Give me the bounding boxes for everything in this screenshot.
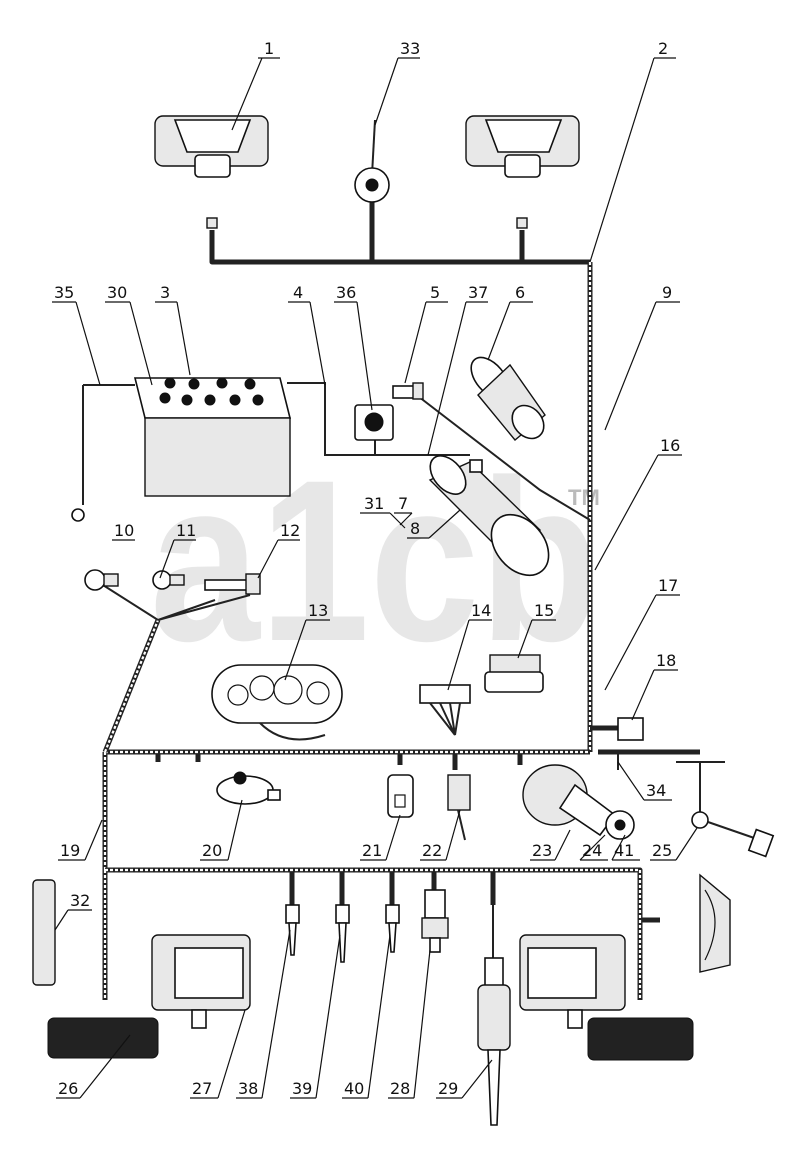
callout-23: 23: [532, 841, 552, 860]
callout-18: 18: [656, 651, 676, 670]
callout-9: 9: [662, 283, 672, 302]
callout-10: 10: [114, 521, 134, 540]
lamp-6: [470, 356, 546, 441]
callout-7: 7: [398, 494, 408, 513]
headlight-left: [154, 115, 269, 229]
callout-8: 8: [410, 519, 420, 538]
rear-lamp-right: [519, 934, 626, 1029]
rear-lamp-left: [151, 934, 251, 1029]
mass-switch-36: [354, 404, 394, 441]
horn-33: [354, 119, 390, 203]
callout-11: 11: [176, 521, 196, 540]
callout-17: 17: [658, 576, 678, 595]
module-21: [387, 774, 414, 818]
headlight-right: [465, 115, 580, 229]
instrument-cluster: [211, 664, 343, 741]
unit-18: [617, 717, 644, 741]
callout-36: 36: [336, 283, 356, 302]
sensor-25: [676, 761, 775, 858]
starter-8: [428, 455, 550, 577]
callout-14: 14: [471, 601, 491, 620]
sensor-28: [421, 889, 449, 953]
reflector-left: [47, 1017, 159, 1059]
callout-28: 28: [390, 1079, 410, 1098]
callout-12: 12: [280, 521, 300, 540]
reflector-right: [587, 1017, 694, 1061]
callout-29: 29: [438, 1079, 458, 1098]
battery: [71, 377, 292, 522]
fuse-block-14: [419, 684, 471, 736]
callout-31: 31: [364, 494, 384, 513]
callout-2: 2: [658, 39, 668, 58]
callout-5: 5: [430, 283, 440, 302]
callout-4: 4: [293, 283, 303, 302]
callout-3: 3: [160, 283, 170, 302]
battery-cables: [82, 382, 591, 621]
callout-32: 32: [70, 891, 90, 910]
callout-41: 41: [614, 841, 634, 860]
callout-33: 33: [400, 39, 420, 58]
callout-38: 38: [238, 1079, 258, 1098]
callout-19: 19: [60, 841, 80, 860]
side-lamp-right: [699, 873, 731, 973]
callout-40: 40: [344, 1079, 364, 1098]
callout-35: 35: [54, 283, 74, 302]
callout-26: 26: [58, 1079, 78, 1098]
watermark-trademark: TM: [568, 485, 600, 510]
side-lamp-32: [32, 879, 56, 986]
callout-20: 20: [202, 841, 222, 860]
sensors-10-12: [84, 569, 261, 595]
callout-27: 27: [192, 1079, 212, 1098]
callout-leaders: [52, 57, 698, 1099]
callout-22: 22: [422, 841, 442, 860]
sensor-5: [392, 382, 424, 400]
callout-39: 39: [292, 1079, 312, 1098]
callout-1: 1: [264, 39, 274, 58]
module-22: [447, 774, 471, 841]
callout-34: 34: [646, 781, 666, 800]
sensor-29: [477, 905, 511, 1126]
callout-21: 21: [362, 841, 382, 860]
main-harness: [102, 200, 700, 1000]
sensors-38-40: [285, 904, 400, 963]
callout-labels: 1 2 3 4 5 6 7 8 9 10 11 12 13 14 15 16 1…: [54, 39, 680, 1098]
callout-37: 37: [468, 283, 488, 302]
callout-15: 15: [534, 601, 554, 620]
switch-20: [216, 771, 281, 805]
callout-25: 25: [652, 841, 672, 860]
relay-15: [484, 654, 544, 693]
generator-23: [522, 764, 635, 840]
callout-13: 13: [308, 601, 328, 620]
callout-16: 16: [660, 436, 680, 455]
callout-6: 6: [515, 283, 525, 302]
callout-24: 24: [582, 841, 602, 860]
callout-30: 30: [107, 283, 127, 302]
